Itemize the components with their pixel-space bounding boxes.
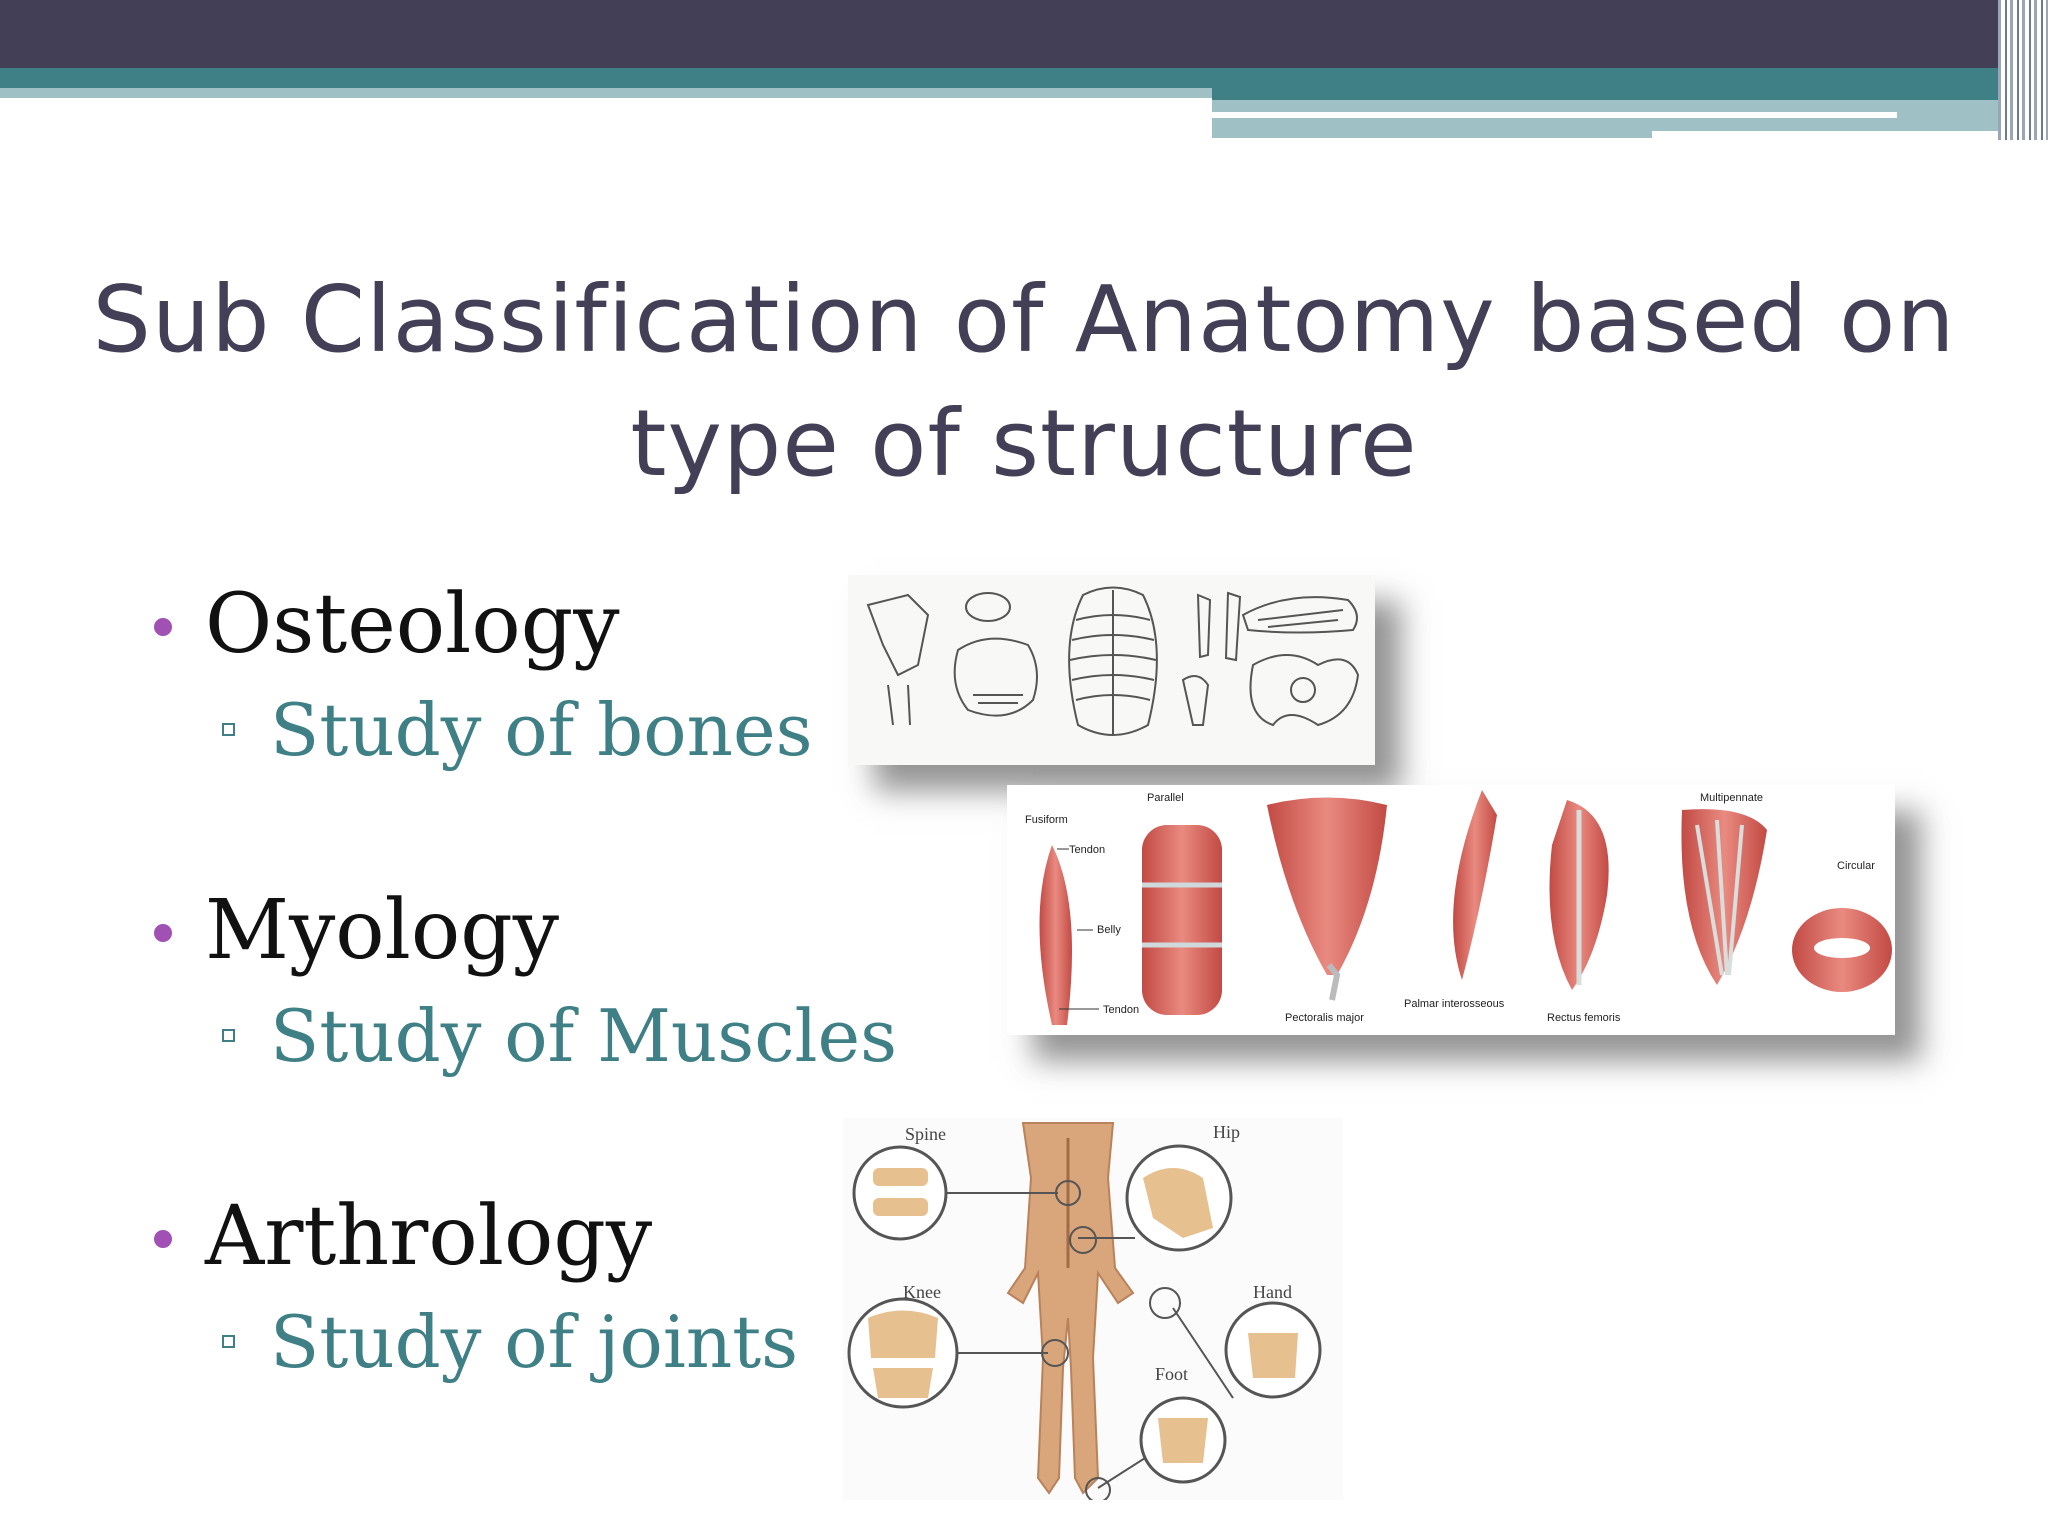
- item-subtext: Study of Muscles: [270, 994, 898, 1078]
- item-subtext: Study of bones: [270, 688, 813, 772]
- spine-detail: [852, 1145, 948, 1241]
- header-bar-light: [0, 88, 1212, 98]
- item-label: Myology: [205, 883, 560, 978]
- header-bar-teal-right: [1212, 88, 2048, 100]
- header-bar-teal: [0, 68, 2048, 88]
- palmar-muscle: [1453, 790, 1497, 980]
- label-spine: Spine: [905, 1124, 946, 1144]
- bullet-dot-icon: [154, 924, 172, 942]
- label-hip: Hip: [1213, 1122, 1240, 1142]
- label-parallel: Parallel: [1147, 792, 1184, 804]
- label-foot: Foot: [1155, 1364, 1188, 1384]
- joints-drawing: Spine Hip Knee Hand Foot: [847, 1122, 1322, 1500]
- sub-bullet-square-icon: [222, 1029, 235, 1042]
- muscles-drawing: Parallel Multipennate Fusiform Tendon Be…: [1025, 790, 1892, 1025]
- item-label: Osteology: [205, 577, 620, 672]
- label-hand: Hand: [1253, 1282, 1292, 1302]
- sub-bullet-square-icon: [222, 1335, 235, 1348]
- label-knee: Knee: [903, 1282, 941, 1302]
- header-stripes: [1998, 0, 2048, 140]
- header-line-white-short: [1652, 131, 2048, 141]
- body-figure: [1006, 1122, 1135, 1495]
- bullet-dot-icon: [154, 1230, 172, 1248]
- header-line-white: [1212, 112, 1897, 118]
- slide-title: Sub Classification of Anatomy based on t…: [92, 266, 1956, 497]
- item-label: Arthrology: [205, 1189, 653, 1284]
- bullet-dot-icon: [154, 618, 172, 636]
- label-rectus-femoris: Rectus femoris: [1547, 1012, 1621, 1024]
- label-belly: Belly: [1097, 924, 1121, 936]
- label-tendon-bottom: Tendon: [1103, 1004, 1139, 1016]
- pectoralis-muscle: [1267, 797, 1387, 975]
- label-multipennate: Multipennate: [1700, 792, 1763, 804]
- muscles-illustration: Parallel Multipennate Fusiform Tendon Be…: [1007, 785, 1895, 1035]
- label-fusiform: Fusiform: [1025, 814, 1068, 826]
- label-palmar: Palmar interosseous: [1404, 998, 1505, 1010]
- bones-drawing: [866, 586, 1360, 736]
- label-circular: Circular: [1837, 860, 1875, 872]
- label-tendon-top: Tendon: [1069, 844, 1105, 856]
- label-pectoralis: Pectoralis major: [1285, 1012, 1364, 1024]
- sub-bullet-square-icon: [222, 723, 235, 736]
- joints-illustration: Spine Hip Knee Hand Foot: [843, 1118, 1343, 1500]
- parallel-muscle: [1142, 825, 1222, 1015]
- item-subtext: Study of joints: [270, 1300, 799, 1384]
- header-bar-dark: [0, 0, 2048, 68]
- bones-illustration: [848, 575, 1375, 765]
- fusiform-muscle: [1039, 845, 1072, 1025]
